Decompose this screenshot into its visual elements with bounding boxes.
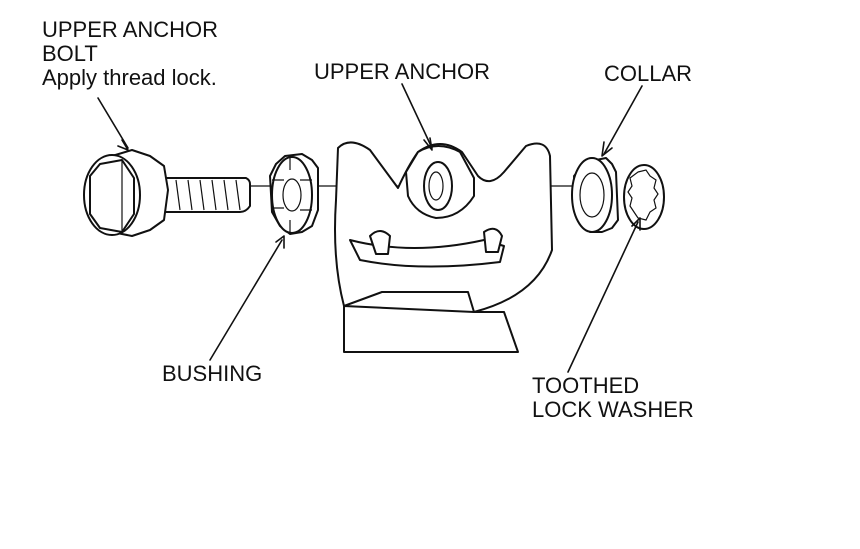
thread-lock-note: Apply thread lock. xyxy=(42,65,217,90)
collar-label: COLLAR xyxy=(604,61,693,86)
collar-icon xyxy=(571,157,619,233)
toothed-label-line1: TOOTHED xyxy=(532,373,640,398)
washer-leader-line xyxy=(567,221,639,373)
upper-anchor-leader-arrow xyxy=(423,137,433,151)
upper-anchor-label: UPPER ANCHOR xyxy=(314,59,491,84)
bushing-leader-line xyxy=(209,239,283,361)
toothed-lock-washer-icon xyxy=(623,164,665,230)
upper-anchor-icon xyxy=(334,141,553,353)
collar-leader-arrow xyxy=(601,141,613,157)
bushing-leader-arrow xyxy=(275,235,285,249)
bushing-label: BUSHING xyxy=(162,361,263,386)
lock-washer-label-line2: LOCK WASHER xyxy=(532,397,694,422)
upper-anchor-leader-line xyxy=(401,83,433,149)
bolt-label-line2: BOLT xyxy=(42,41,98,66)
bushing-icon xyxy=(269,153,319,235)
upper-anchor-bolt-label: UPPER ANCHOR xyxy=(42,17,219,42)
bolt-leader-line xyxy=(97,97,129,149)
upper-anchor-bolt-icon xyxy=(83,149,251,237)
washer-leader-arrow xyxy=(631,217,641,231)
collar-leader-line xyxy=(603,85,643,155)
bolt-leader-arrow xyxy=(117,139,129,151)
